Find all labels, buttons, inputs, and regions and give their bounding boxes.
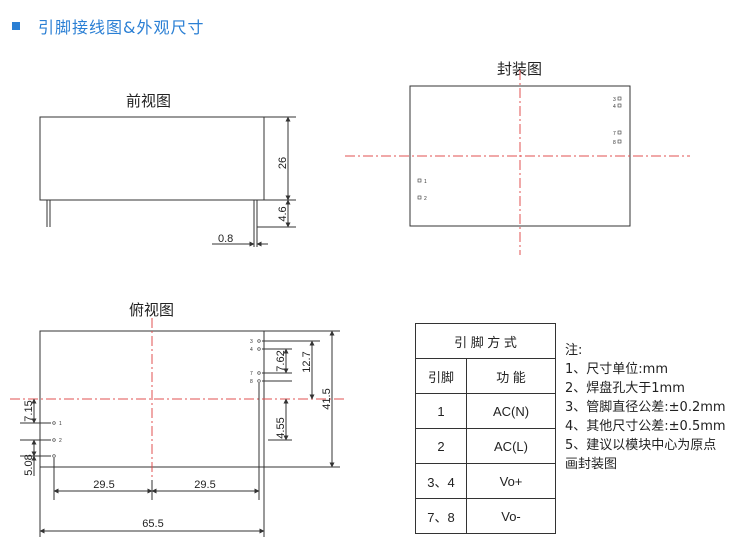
top-pin-label-7: 7 — [250, 371, 253, 377]
table-cell-function: AC(N) — [466, 393, 556, 429]
section-title: 引脚接线图&外观尺寸 — [38, 18, 205, 37]
table-cell-function: Vo+ — [466, 463, 556, 499]
package-pad-3 — [617, 96, 622, 101]
package-pad-4 — [617, 103, 622, 108]
note-item: 3、管脚直径公差:±0.2mm — [565, 400, 726, 415]
front-height-dim: 26 — [277, 157, 289, 169]
top-pin-label-3: 3 — [250, 339, 253, 345]
table-cell-pin: 7、8 — [415, 498, 467, 534]
table-row: 7、8 Vo- — [415, 498, 556, 534]
front-view-drawing — [39, 116, 296, 247]
package-pad-8 — [617, 139, 622, 144]
note-item: 5、建议以模块中心为原点 — [565, 438, 717, 453]
table-title: 引 脚 方 式 — [415, 323, 556, 359]
pin-function-table: 引 脚 方 式 引脚 功 能 1 AC(N) 2 AC(L) 3、4 Vo+ 7… — [415, 323, 556, 534]
table-cell-pin: 2 — [415, 428, 467, 464]
package-pad-2 — [417, 195, 422, 200]
dim-5-08: 5.08 — [23, 454, 35, 475]
table-row: 3、4 Vo+ — [415, 463, 556, 499]
top-pin-label-1: 1 — [59, 421, 62, 427]
section-heading: 引脚接线图&外观尺寸 — [12, 14, 204, 38]
dim-29-5-right: 29.5 — [194, 479, 215, 491]
dim-7-62: 7.62 — [275, 350, 287, 371]
dim-29-5-left: 29.5 — [93, 479, 114, 491]
top-pin-label-2: 2 — [59, 438, 62, 444]
front-view-title: 前视图 — [126, 92, 172, 110]
note-item: 4、其他尺寸公差:±0.5mm — [565, 419, 726, 434]
table-row: 1 AC(N) — [415, 393, 556, 429]
top-pin-label-8: 8 — [250, 379, 253, 385]
table-header-pin: 引脚 — [415, 358, 467, 394]
front-pin-length-dim: 4.6 — [277, 206, 289, 221]
package-pad-1 — [417, 178, 422, 183]
package-view-title: 封装图 — [497, 60, 543, 78]
front-pin-width-dim: 0.8 — [218, 233, 233, 245]
top-view-drawing — [10, 318, 345, 537]
front-view-body — [39, 116, 265, 201]
heading-bullet-icon — [12, 22, 20, 30]
package-view-drawing — [345, 70, 690, 255]
table-row: 2 AC(L) — [415, 428, 556, 464]
package-pin-label-1: 1 — [424, 179, 427, 185]
table-header-function: 功 能 — [466, 358, 556, 394]
dim-65-5: 65.5 — [142, 518, 163, 530]
table-cell-pin: 3、4 — [415, 463, 467, 499]
note-item: 1、尺寸单位:mm — [565, 362, 668, 377]
note-item: 画封装图 — [565, 457, 618, 472]
notes-title: 注: — [565, 343, 583, 358]
dim-7-15: 7.15 — [23, 400, 35, 421]
note-item: 2、焊盘孔大于1mm — [565, 381, 685, 396]
dim-41-5: 41.5 — [321, 388, 333, 409]
dim-12-7: 12.7 — [301, 351, 313, 372]
package-pin-label-7: 7 — [613, 131, 616, 137]
package-pin-label-3: 3 — [613, 97, 616, 103]
top-view-title: 俯视图 — [129, 301, 175, 319]
package-pin-label-4: 4 — [613, 104, 616, 110]
notes-block: 注: 1、尺寸单位:mm 2、焊盘孔大于1mm 3、管脚直径公差:±0.2mm … — [565, 341, 726, 474]
table-cell-pin: 1 — [415, 393, 467, 429]
table-cell-function: Vo- — [466, 498, 556, 534]
package-pin-label-8: 8 — [613, 140, 616, 146]
table-cell-function: AC(L) — [466, 428, 556, 464]
package-pin-label-2: 2 — [424, 196, 427, 202]
top-pin-label-4: 4 — [250, 347, 253, 353]
dim-4-55: 4.55 — [275, 417, 287, 438]
package-pad-7 — [617, 130, 622, 135]
